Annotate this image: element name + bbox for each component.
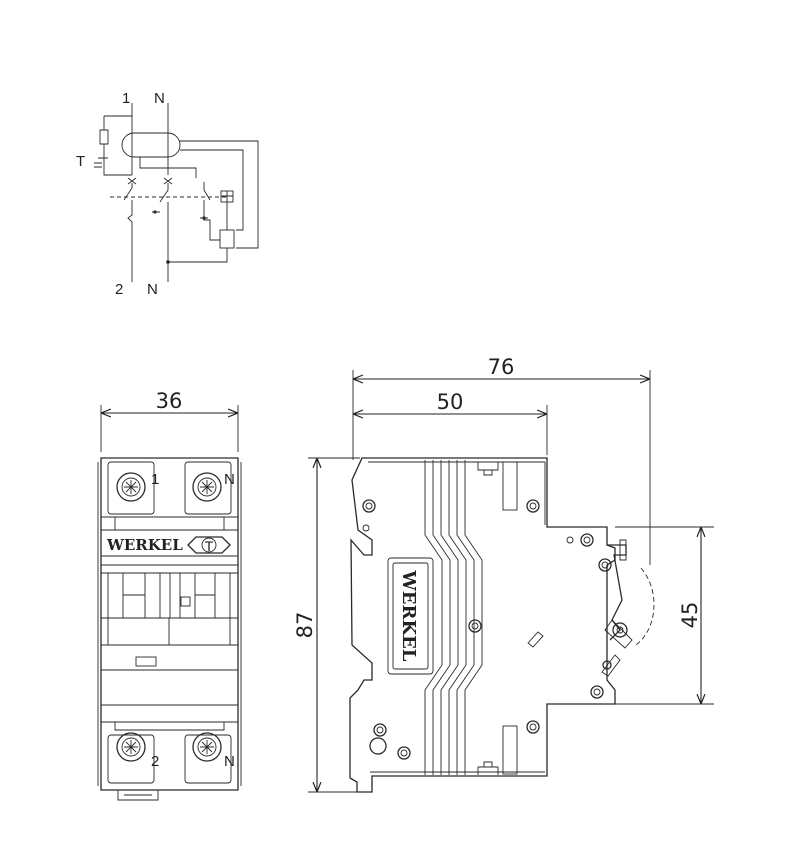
test-button-label: T	[205, 538, 214, 554]
front-width-dimension-label: 36	[156, 389, 183, 413]
front-terminal-2-label: 2	[151, 753, 159, 770]
terminal-screw-top-1	[116, 472, 146, 502]
side-brand-logo: WERKEL	[398, 570, 419, 662]
status-window	[135, 656, 157, 667]
side-slot-top	[502, 461, 518, 511]
height-dimension-label: 87	[293, 612, 317, 639]
schematic-terminal-n-top-label: N	[154, 90, 165, 107]
front-body-outline	[100, 457, 239, 791]
side-rivets	[362, 499, 612, 760]
din-clip	[117, 790, 159, 801]
schematic-terminal-n-bottom-label: N	[147, 281, 158, 298]
terminal-screw-bottom-2	[116, 732, 146, 762]
schematic-test-label: T	[76, 153, 85, 170]
front-view: 36 1 N WERKEL T	[97, 389, 242, 801]
front-height-dimension-label: 45	[678, 602, 702, 629]
toggle-handle[interactable]	[601, 539, 655, 677]
front-terminal-n-top-label: N	[224, 471, 235, 488]
front-terminal-n-bottom-label: N	[224, 753, 235, 770]
side-ribs	[424, 460, 483, 775]
terminal-screw-bottom-n	[192, 732, 222, 762]
schematic-terminal-2-label: 2	[115, 281, 123, 298]
side-slot-bottom	[502, 725, 518, 775]
schematic-terminal-1-label: 1	[122, 90, 130, 107]
side-body-outline	[349, 457, 616, 793]
side-brand-plate	[387, 557, 434, 675]
front-depth-dimension-label: 50	[437, 390, 464, 414]
front-terminal-1-label: 1	[151, 471, 159, 488]
overall-depth-dimension-label: 76	[488, 355, 515, 379]
side-view: 76 50 87 45 WERKEL	[293, 355, 714, 793]
terminal-screw-top-n	[192, 472, 222, 502]
wiring-schematic: 1 N 2 N T	[76, 90, 259, 298]
test-button[interactable]: T	[187, 536, 231, 554]
front-brand-logo: WERKEL	[106, 536, 183, 554]
